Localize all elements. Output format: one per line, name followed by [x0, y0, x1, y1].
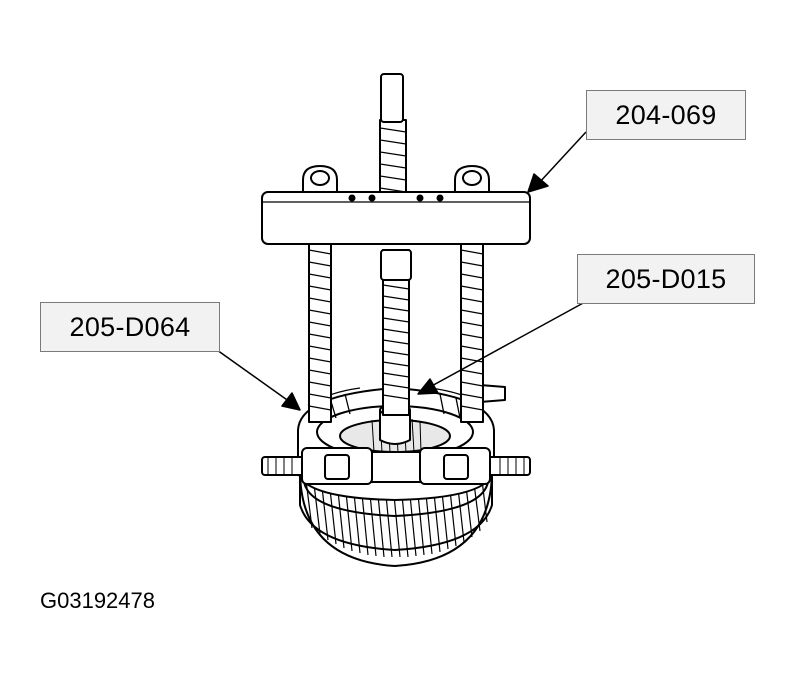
top-screw [379, 73, 407, 203]
forcing-screw [380, 249, 412, 416]
bearing-splitter [261, 447, 531, 485]
callout-splitter: 205-D064 [40, 302, 220, 352]
puller-legs [308, 239, 484, 423]
figure-id: G03192478 [40, 588, 155, 613]
gear [299, 469, 493, 567]
puller-crossbar [261, 165, 531, 245]
callout-puller: 204-069 [586, 90, 746, 140]
callout-adapter: 205-D015 [577, 254, 755, 304]
arrow-icon [209, 131, 597, 411]
